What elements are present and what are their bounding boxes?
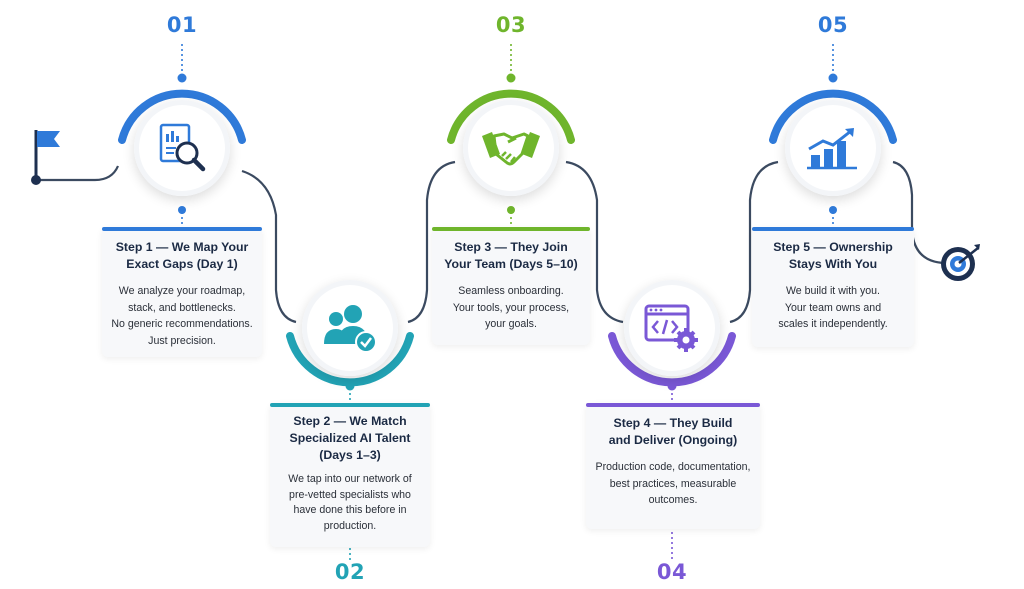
step-number-05: 05	[817, 13, 849, 37]
step-number-04: 04	[656, 560, 688, 584]
connector-end	[892, 160, 946, 265]
step-number-01: 01	[166, 13, 198, 37]
step-1-card-bar	[102, 227, 262, 231]
step-2-card-bar	[270, 403, 430, 407]
flag-icon	[34, 130, 60, 180]
step-4-card-bar	[586, 403, 760, 407]
code-gear-icon	[644, 304, 698, 352]
step-3-icon-circle	[463, 100, 559, 196]
connector-3-4	[565, 160, 624, 324]
step-2-icon-circle	[302, 280, 398, 376]
step-number-03: 03	[495, 13, 527, 37]
step-3-card-bar	[432, 227, 590, 231]
users-check-icon	[324, 305, 377, 353]
connector-start	[36, 165, 120, 182]
step-number-02: 02	[334, 560, 366, 584]
step-5-card-bar	[752, 227, 914, 231]
step-1-description: We analyze your roadmap,stack, and bottl…	[111, 285, 253, 347]
target-icon	[941, 244, 980, 281]
step-1-icon-circle	[134, 100, 230, 196]
connector-2-3	[407, 160, 456, 324]
report-magnifier-icon	[159, 123, 206, 172]
connector-1-2	[241, 169, 297, 324]
step-5-icon-circle	[785, 100, 881, 196]
arc-step-3	[447, 89, 575, 144]
step-4-description: Production code, documentation,best prac…	[595, 461, 751, 506]
growth-chart-icon	[807, 128, 857, 170]
step-3-description: Seamless onboarding.Your tools, your pro…	[452, 285, 570, 330]
handshake-icon	[482, 132, 540, 166]
connector-4-5	[729, 160, 779, 324]
step-4-icon-circle	[624, 280, 720, 376]
arc-step-1	[118, 89, 246, 144]
arc-step-5	[769, 89, 897, 144]
